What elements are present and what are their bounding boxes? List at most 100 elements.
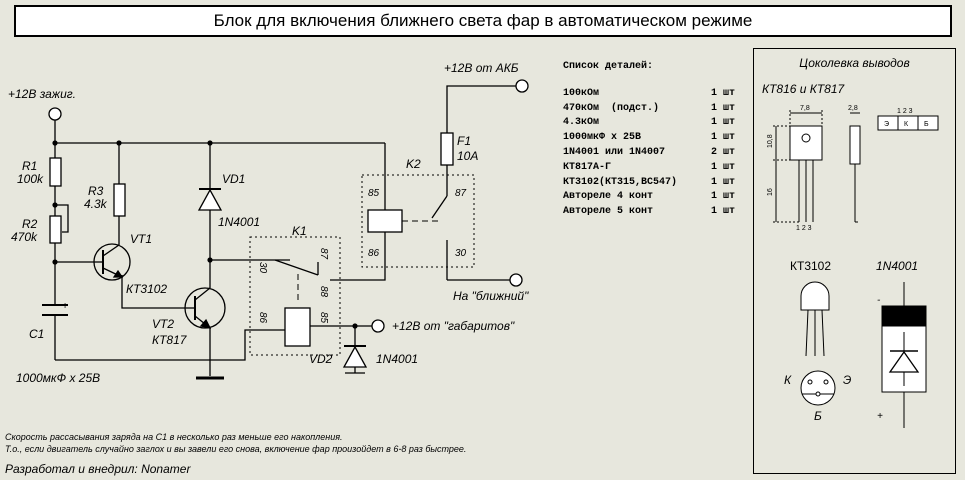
part-qty: 1 шт (710, 191, 735, 203)
r3-value: 4.3k (84, 197, 108, 211)
vt1-value: КТ3102 (126, 282, 167, 296)
pin-table (877, 115, 939, 131)
vd1-value: 1N4001 (218, 215, 260, 229)
ignition-label: +12В зажиг. (8, 87, 76, 101)
r2-ref: R2 (22, 217, 38, 231)
kt816-label: КТ816 и КТ817 (762, 82, 845, 96)
vt1-ref: VT1 (130, 232, 152, 246)
part-name: 4.3кОм (563, 117, 600, 129)
part-name: 100кОм (563, 87, 600, 99)
battery-terminal (515, 79, 529, 93)
part-qty: 1 шт (710, 102, 735, 114)
vt2-transistor (184, 287, 226, 329)
parts-list-item: Автореле 4 конт 1 шт (563, 190, 735, 205)
c1-ref: C1 (29, 327, 44, 341)
to92-e: Э (843, 373, 851, 387)
k2-pin-85: 85 (368, 188, 380, 199)
n4001-label: 1N4001 (876, 259, 919, 273)
r1-ref: R1 (22, 159, 37, 173)
parts-list-item: КТ817А-Г 1 шт (563, 161, 735, 176)
parts-list-item: 470кОм (подст.) 1 шт (563, 102, 735, 117)
low-beam-label: На "ближний" (453, 289, 529, 303)
k1-pin-87: 87 (318, 248, 329, 260)
dim-thick: 2,8 (848, 105, 858, 112)
k2-pin-87: 87 (455, 188, 467, 199)
part-name: КТ3102(КТ315,BC547) (563, 176, 678, 188)
part-qty: 1 шт (710, 87, 735, 99)
r1-resistor (49, 157, 62, 187)
kt3102-outline (800, 281, 836, 406)
pin-b: Б (924, 121, 929, 128)
relay-boundaries (249, 174, 475, 356)
part-qty: 1 шт (710, 161, 735, 173)
kt817-outline (773, 110, 861, 223)
k2-boundary (361, 174, 475, 268)
part-name: Автореле 5 конт (563, 206, 654, 218)
part-name: 470кОм (подст.) (563, 102, 660, 114)
f1-value: 10A (457, 149, 478, 163)
c1-value: 1000мкФ х 25В (16, 371, 100, 385)
k2-pin-86: 86 (368, 248, 380, 259)
parts-list-item: 100кОм 1 шт (563, 87, 735, 102)
dim-width: 7,8 (800, 105, 810, 112)
part-qty: 1 шт (710, 176, 735, 188)
note-line-2: Т.о., если двигатель случайно заглох и в… (5, 444, 467, 454)
part-qty: 1 шт (710, 206, 735, 218)
vd2-ref: VD2 (309, 352, 333, 366)
parts-list-item: КТ3102(КТ315,BC547) 1 шт (563, 176, 735, 191)
kt817-pin-numbers: 1 2 3 (796, 225, 812, 232)
r1-value: 100k (17, 172, 44, 186)
pin-e: Э (884, 121, 889, 128)
r3-ref: R3 (88, 184, 104, 198)
note-line-1: Скорость рассасывания заряда на С1 в нес… (5, 432, 343, 442)
n4001-outline (881, 282, 927, 428)
vd2-diode (342, 345, 368, 368)
pin-k: К (904, 121, 909, 128)
vt2-value: КТ817 (152, 333, 188, 347)
diagram-title: Блок для включения ближнего света фар в … (14, 5, 952, 37)
k1-ref: K1 (292, 224, 307, 238)
f1-fuse (440, 132, 454, 166)
parts-list-item: 1000мкФ х 25В 1 шт (563, 131, 735, 146)
k1-pin-30: 30 (257, 262, 268, 274)
parts-list-item: 4.3кОм 1 шт (563, 116, 735, 131)
k2-coil (367, 209, 403, 233)
n4001-minus: - (877, 295, 881, 306)
junctions (52, 140, 358, 329)
vd1-diode (197, 188, 223, 211)
k2-ref: K2 (406, 157, 421, 171)
dim-height: 10,8 (767, 134, 774, 148)
part-qty: 1 шт (710, 117, 735, 129)
parts-list-header: Список деталей: (563, 61, 654, 72)
kt3102-label: КТ3102 (790, 259, 832, 273)
part-name: Автореле 4 конт (563, 191, 654, 203)
k2-pin-30: 30 (455, 248, 467, 259)
k1-coil (284, 307, 311, 347)
vd2-value: 1N4001 (376, 352, 418, 366)
part-name: 1000мкФ х 25В (563, 132, 642, 144)
r2-resistor (49, 215, 62, 244)
low-beam-terminal (509, 273, 523, 287)
to92-k: К (784, 373, 792, 387)
pinout-title: Цоколевка выводов (799, 56, 910, 70)
k1-boundary (249, 236, 341, 356)
pinout-panel: Цоколевка выводов КТ816 и КТ817 КТ3102 1… (753, 48, 956, 474)
r2-value: 470k (11, 230, 38, 244)
vd1-ref: VD1 (222, 172, 245, 186)
n4001-plus: + (877, 411, 883, 422)
parking-terminal (371, 319, 385, 333)
parts-list-item: Автореле 5 конт 1 шт (563, 205, 735, 220)
dim-leads: 16 (767, 188, 774, 196)
author-credit: Разработал и внедрил: Nonamer (5, 462, 191, 476)
ignition-terminal (48, 107, 62, 121)
part-qty: 1 шт (710, 132, 735, 144)
vt1-transistor (93, 243, 131, 281)
part-name: КТ817А-Г (563, 161, 612, 173)
k1-pin-88: 88 (318, 286, 329, 298)
part-name: 1N4001 или 1N4007 (563, 146, 666, 158)
k1-pin-85: 85 (318, 312, 329, 324)
pin-numbers: 1 2 3 (897, 108, 913, 115)
